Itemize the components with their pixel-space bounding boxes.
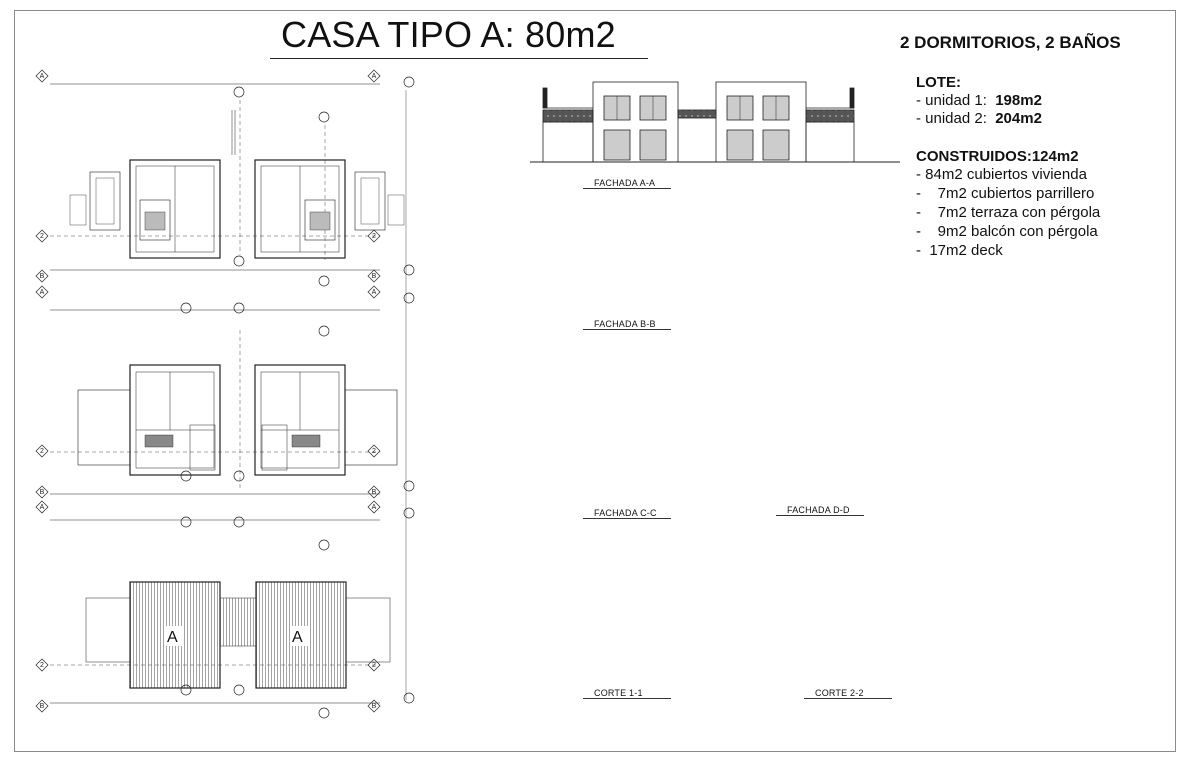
plan-ground-floor <box>50 83 405 271</box>
construidos-item: - 17m2 deck <box>916 242 1003 259</box>
grid-label: B <box>40 703 45 710</box>
label-underline <box>583 698 671 699</box>
grid-label: 2 <box>40 233 44 240</box>
elevation-label-bb: FACHADA B-B <box>594 319 656 329</box>
elevation-fachada-aa <box>530 81 900 163</box>
grid-label: 2 <box>372 233 376 240</box>
grid-label: 2 <box>40 662 44 669</box>
grid-label: 2 <box>372 662 376 669</box>
lote-unit2: - unidad 2: 204m2 <box>916 110 1042 127</box>
grid-label: B <box>372 273 377 280</box>
grid-label: B <box>40 273 45 280</box>
construidos-item: - 7m2 terraza con pérgola <box>916 204 1101 221</box>
grid-label: A <box>40 289 45 296</box>
grid-label: A <box>40 73 45 80</box>
roof-unit-label: A <box>167 629 178 646</box>
label-underline <box>583 518 671 519</box>
plan-upper-floor <box>50 309 398 495</box>
construidos-item: - 9m2 balcón con pérgola <box>916 223 1098 240</box>
elevation-label-dd: FACHADA D-D <box>787 505 850 515</box>
label-underline <box>583 188 671 189</box>
lote-unit1: - unidad 1: 198m2 <box>916 92 1042 109</box>
plan-roof <box>50 519 391 704</box>
grid-label: B <box>372 703 377 710</box>
grid-markers <box>35 69 415 719</box>
section-label-22: CORTE 2-2 <box>815 688 864 698</box>
drawing-sheet-border <box>14 10 1176 752</box>
elevation-label-aa: FACHADA A-A <box>594 178 656 188</box>
section-label-11: CORTE 1-1 <box>594 688 643 698</box>
grid-label: B <box>372 489 377 496</box>
grid-label: A <box>40 504 45 511</box>
grid-label: B <box>40 489 45 496</box>
grid-label: A <box>372 289 377 296</box>
subtitle: 2 DORMITORIOS, 2 BAÑOS <box>900 33 1121 52</box>
label-underline <box>804 698 892 699</box>
label-underline <box>776 515 864 516</box>
construidos-item: - 84m2 cubiertos vivienda <box>916 166 1087 183</box>
elevation-label-cc: FACHADA C-C <box>594 508 657 518</box>
grid-label: 2 <box>40 448 44 455</box>
page-title: CASA TIPO A: 80m2 <box>281 14 616 55</box>
roof-unit-label: A <box>292 629 303 646</box>
grid-label: A <box>372 504 377 511</box>
label-underline <box>583 329 671 330</box>
grid-label: 2 <box>372 448 376 455</box>
construidos-item: - 7m2 cubiertos parrillero <box>916 185 1095 202</box>
construidos-heading: CONSTRUIDOS:124m2 <box>916 148 1079 165</box>
grid-label: A <box>372 73 377 80</box>
lote-heading: LOTE: <box>916 74 961 91</box>
title-underline <box>270 58 648 59</box>
